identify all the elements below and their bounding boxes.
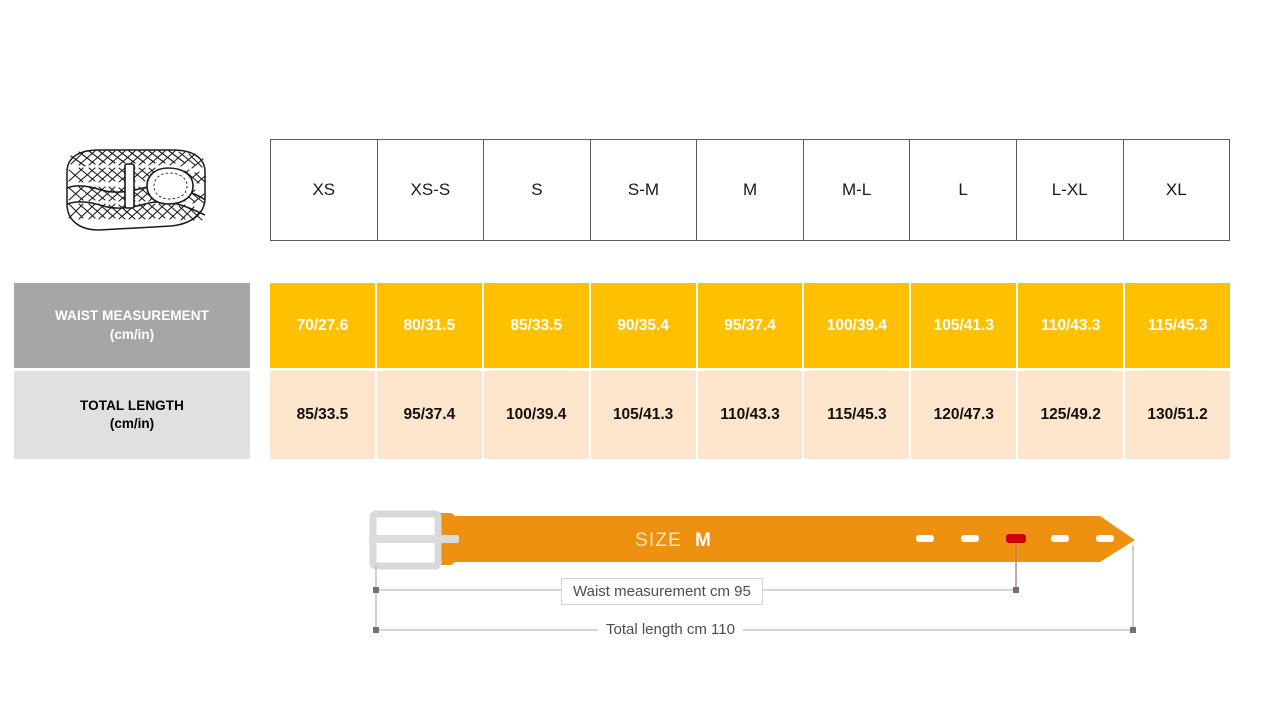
size-header-cell: L-XL	[1017, 140, 1124, 240]
length-label-units: (cm/in)	[109, 416, 155, 431]
size-header-cell: S	[484, 140, 591, 240]
belt-hole	[1096, 535, 1114, 542]
waist-label-units: (cm/in)	[109, 326, 155, 342]
waist-measurement-row-label: WAIST MEASUREMENT (cm/in)	[14, 283, 250, 368]
waist-cell: 100/39.4	[804, 283, 912, 368]
length-cell: 125/49.2	[1018, 371, 1126, 459]
size-header-table: XS XS-S S S-M M M-L L L-XL XL	[270, 139, 1230, 241]
waist-measurement-row: 70/27.6 80/31.5 85/33.5 90/35.4 95/37.4 …	[270, 283, 1231, 368]
size-header-cell: M	[697, 140, 804, 240]
belt-buckle-prong	[369, 535, 459, 543]
waist-dimension-label: Waist measurement cm 95	[561, 578, 763, 605]
length-cell: 120/47.3	[911, 371, 1019, 459]
waist-cell: 85/33.5	[483, 283, 591, 368]
waist-cell: 95/37.4	[697, 283, 805, 368]
waist-cell: 110/43.3	[1018, 283, 1126, 368]
braided-belt-icon	[66, 149, 206, 231]
total-dim-endpoint	[373, 627, 379, 633]
total-length-row: 85/33.5 95/37.4 100/39.4 105/41.3 110/43…	[270, 371, 1231, 459]
belt-hole	[1051, 535, 1069, 542]
total-length-row-label: TOTAL LENGTH (cm/in)	[14, 371, 250, 459]
waist-cell: 70/27.6	[270, 283, 377, 368]
length-cell: 100/39.4	[483, 371, 591, 459]
size-header-cell: XS	[271, 140, 378, 240]
length-cell: 110/43.3	[697, 371, 805, 459]
length-cell: 95/37.4	[376, 371, 484, 459]
size-header-cell: S-M	[591, 140, 698, 240]
belt-hole	[916, 535, 934, 542]
waist-cell: 80/31.5	[376, 283, 484, 368]
total-dim-endpoint	[1130, 627, 1136, 633]
size-header-cell: M-L	[804, 140, 911, 240]
size-header-cell: L	[910, 140, 1017, 240]
belt-strap	[430, 516, 1135, 562]
belt-hole	[961, 535, 979, 542]
waist-cell: 105/41.3	[911, 283, 1019, 368]
length-cell: 85/33.5	[270, 371, 377, 459]
length-label-title: TOTAL LENGTH	[80, 397, 184, 413]
length-cell: 130/51.2	[1125, 371, 1231, 459]
waist-dim-endpoint	[1013, 587, 1019, 593]
size-header-cell: XS-S	[378, 140, 485, 240]
length-cell: 115/45.3	[804, 371, 912, 459]
waist-cell: 90/35.4	[590, 283, 698, 368]
belt-measurement-diagram	[369, 510, 1136, 633]
waist-dim-endpoint	[373, 587, 379, 593]
waist-cell: 115/45.3	[1125, 283, 1231, 368]
total-length-dimension-label: Total length cm 110	[598, 619, 743, 640]
length-cell: 105/41.3	[590, 371, 698, 459]
belt-hole-active	[1006, 534, 1026, 543]
waist-label-title: WAIST MEASUREMENT	[55, 308, 209, 324]
size-header-cell: XL	[1165, 180, 1187, 199]
